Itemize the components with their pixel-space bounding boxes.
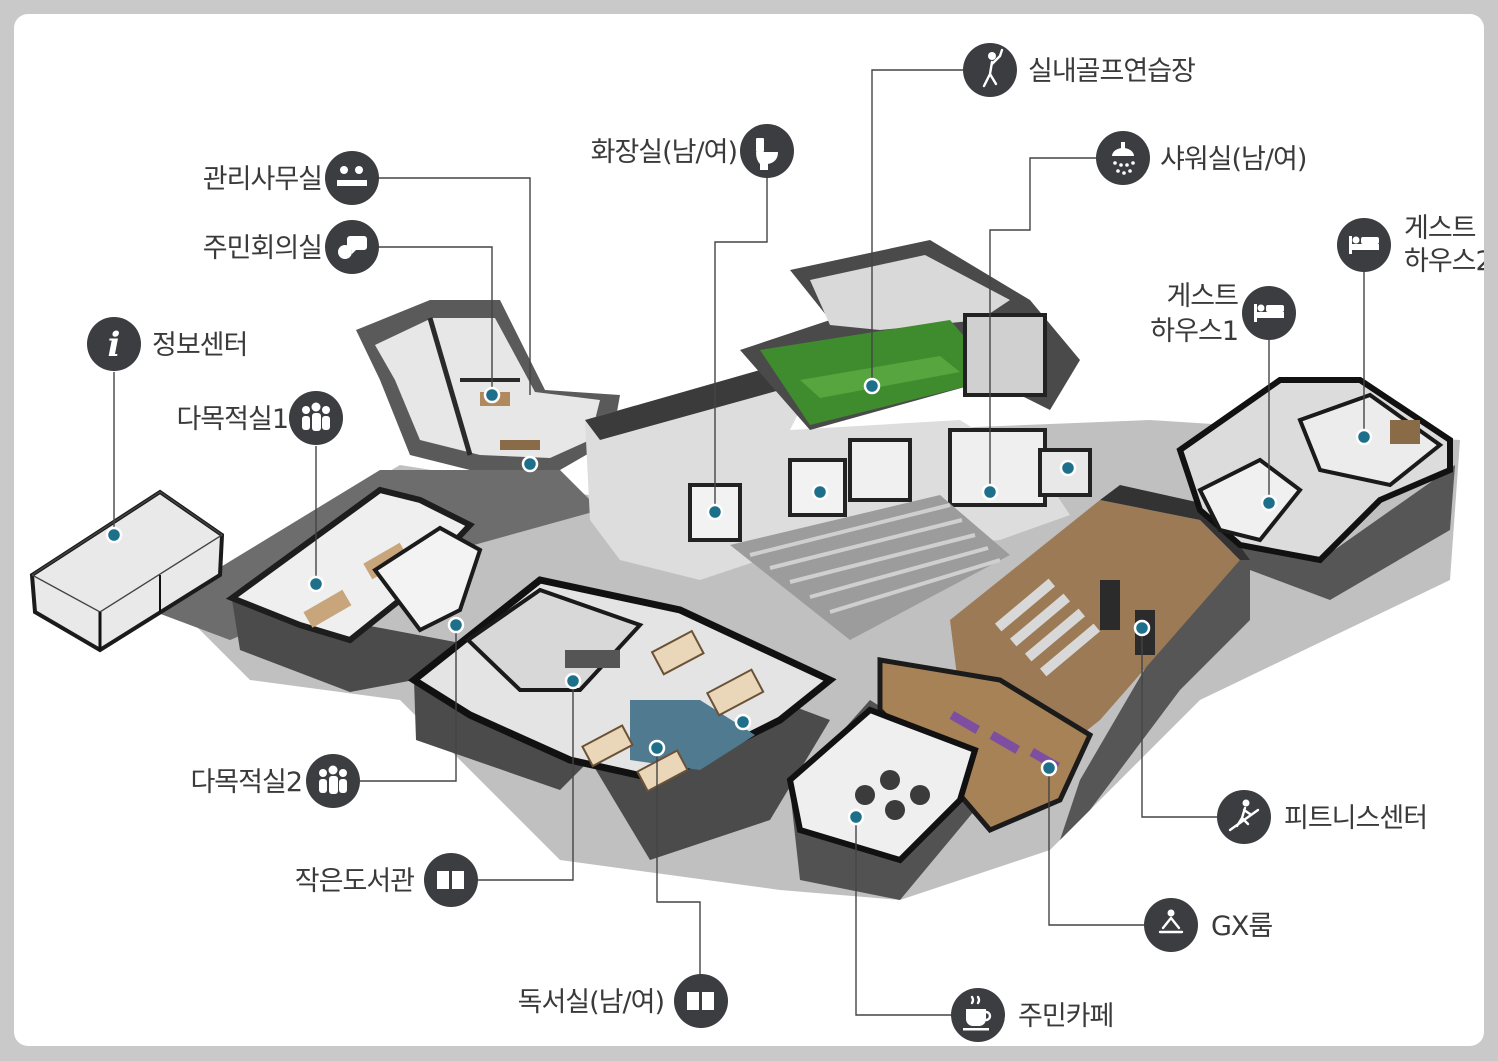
marker-guest-house-1[interactable] — [1260, 494, 1278, 512]
callout-info-center[interactable]: i 정보센터 — [87, 317, 248, 371]
callout-management-office[interactable]: 관리사무실 — [203, 151, 379, 205]
label-multipurpose-1: 다목적실1 — [176, 404, 288, 435]
leader-reading-room — [656, 748, 701, 975]
marker-shower-a[interactable] — [981, 483, 999, 501]
marker-meeting-room[interactable] — [483, 386, 501, 404]
marker-indoor-golf[interactable] — [863, 377, 881, 395]
callout-fitness-center[interactable]: 피트니스센터 — [1217, 790, 1428, 844]
marker-fitness[interactable] — [1133, 619, 1151, 637]
yoga-mat — [949, 711, 980, 734]
central-staircase — [730, 495, 1010, 640]
marker-reading-room-b[interactable] — [734, 713, 752, 731]
label-guest-house-1-line2: 하우스1 — [1150, 316, 1238, 347]
label-restroom: 화장실(남/여) — [591, 137, 737, 168]
label-guest-house-1-line1: 게스트 — [1166, 281, 1238, 312]
leader-shower-room — [989, 157, 1097, 492]
marker-management-office[interactable] — [521, 455, 539, 473]
callout-residents-meeting-room[interactable]: 주민회의실 — [203, 220, 379, 274]
toilet-icon — [740, 124, 794, 178]
callout-reading-room[interactable]: 독서실(남/여) — [518, 974, 728, 1028]
marker-small-library[interactable] — [564, 672, 582, 690]
label-indoor-golf: 실내골프연습장 — [1028, 56, 1195, 87]
community-facility-floorplan: 관리사무실 주민회의실 i 정보센터 다목적실1 다목적실2 작은도서관 — [29, 43, 1484, 1042]
weight-machine — [1100, 580, 1120, 630]
marker-reading-room-a[interactable] — [648, 739, 666, 757]
callout-restroom[interactable]: 화장실(남/여) — [591, 124, 794, 178]
marker-shower-b[interactable] — [1059, 459, 1077, 477]
yoga-mat — [989, 731, 1020, 754]
golf-upper-rooms — [810, 255, 1010, 330]
label-fitness-center: 피트니스센터 — [1284, 803, 1427, 834]
sofa — [565, 650, 620, 668]
callout-small-library[interactable]: 작은도서관 — [295, 853, 478, 907]
marker-gx-room[interactable] — [1040, 759, 1058, 777]
book-icon — [674, 974, 728, 1028]
label-gx-room: GX룸 — [1211, 911, 1272, 942]
office-desk-icon — [325, 151, 379, 205]
label-guest-house-2-line2: 하우스2 — [1404, 246, 1484, 277]
info-icon — [87, 317, 141, 371]
pavilion-roof — [31, 491, 224, 613]
table — [303, 589, 352, 628]
shower-icon — [1096, 131, 1150, 185]
label-guest-house-2-line1: 게스트 — [1404, 213, 1476, 244]
marker-multipurpose-1[interactable] — [307, 575, 325, 593]
marker-cafe[interactable] — [847, 808, 865, 826]
label-multipurpose-2: 다목적실2 — [190, 767, 302, 798]
desk — [650, 629, 705, 676]
building-illustration — [29, 240, 1460, 900]
label-residents-cafe: 주민카페 — [1018, 1001, 1113, 1032]
fitness-wall — [1100, 485, 1250, 560]
marker-info-center[interactable] — [105, 526, 123, 544]
label-shower-room: 샤워실(남/여) — [1160, 144, 1306, 175]
furniture — [500, 440, 540, 450]
shower-corridor — [963, 313, 1047, 397]
desk — [705, 668, 765, 717]
label-management-office: 관리사무실 — [203, 164, 322, 195]
wall-internal — [427, 317, 473, 456]
leader-gx-room — [1048, 768, 1144, 926]
guest-house-1-room — [1197, 457, 1303, 543]
callout-guest-house-2[interactable]: 게스트 하우스2 — [1337, 213, 1484, 277]
leader-small-library — [477, 681, 574, 881]
svg-text:i: i — [108, 325, 121, 365]
callout-residents-cafe[interactable]: 주민카페 — [951, 988, 1114, 1042]
facility-map-card: 관리사무실 주민회의실 i 정보센터 다목적실1 다목적실2 작은도서관 — [14, 14, 1484, 1046]
leader-indoor-golf — [871, 69, 963, 386]
desk — [581, 724, 634, 768]
room-multipurpose-2 — [372, 525, 483, 633]
marker-restroom-b[interactable] — [811, 483, 829, 501]
wardrobe — [1390, 420, 1420, 444]
callout-indoor-golf[interactable]: 실내골프연습장 — [963, 43, 1196, 97]
leader-multipurpose-2 — [360, 625, 457, 782]
cafe-tables — [855, 770, 930, 820]
marker-restroom-a[interactable] — [706, 503, 724, 521]
location-markers — [105, 377, 1373, 826]
callout-guest-house-1[interactable]: 게스트 하우스1 — [1150, 281, 1296, 347]
yoga-icon — [1144, 898, 1198, 952]
corridor-wall — [585, 370, 780, 440]
leader-fitness-center — [1141, 628, 1217, 818]
label-small-library: 작은도서관 — [295, 866, 414, 897]
callout-shower-room[interactable]: 샤워실(남/여) — [1096, 131, 1307, 185]
golf-turf-stripe — [800, 356, 960, 398]
callout-multipurpose-2[interactable]: 다목적실2 — [190, 754, 360, 808]
marker-multipurpose-2[interactable] — [447, 616, 465, 634]
label-residents-meeting-room: 주민회의실 — [203, 233, 322, 264]
callout-multipurpose-1[interactable]: 다목적실1 — [176, 391, 343, 445]
leader-lines — [113, 69, 1365, 1016]
foundation-wall-right — [1060, 465, 1455, 840]
leader-restroom — [714, 178, 768, 512]
leader-residents-cafe — [855, 817, 951, 1016]
restroom-stall — [848, 438, 912, 502]
leader-management-office — [378, 177, 531, 395]
wing-management-floor — [375, 318, 600, 458]
treadmills — [994, 578, 1101, 677]
label-info-center: 정보센터 — [152, 330, 247, 361]
label-reading-room: 독서실(남/여) — [518, 987, 664, 1018]
marker-guest-house-2[interactable] — [1355, 428, 1373, 446]
treadmill-icon — [1217, 790, 1271, 844]
leader-residents-meeting-room — [378, 246, 493, 395]
callout-gx-room[interactable]: GX룸 — [1144, 898, 1273, 952]
